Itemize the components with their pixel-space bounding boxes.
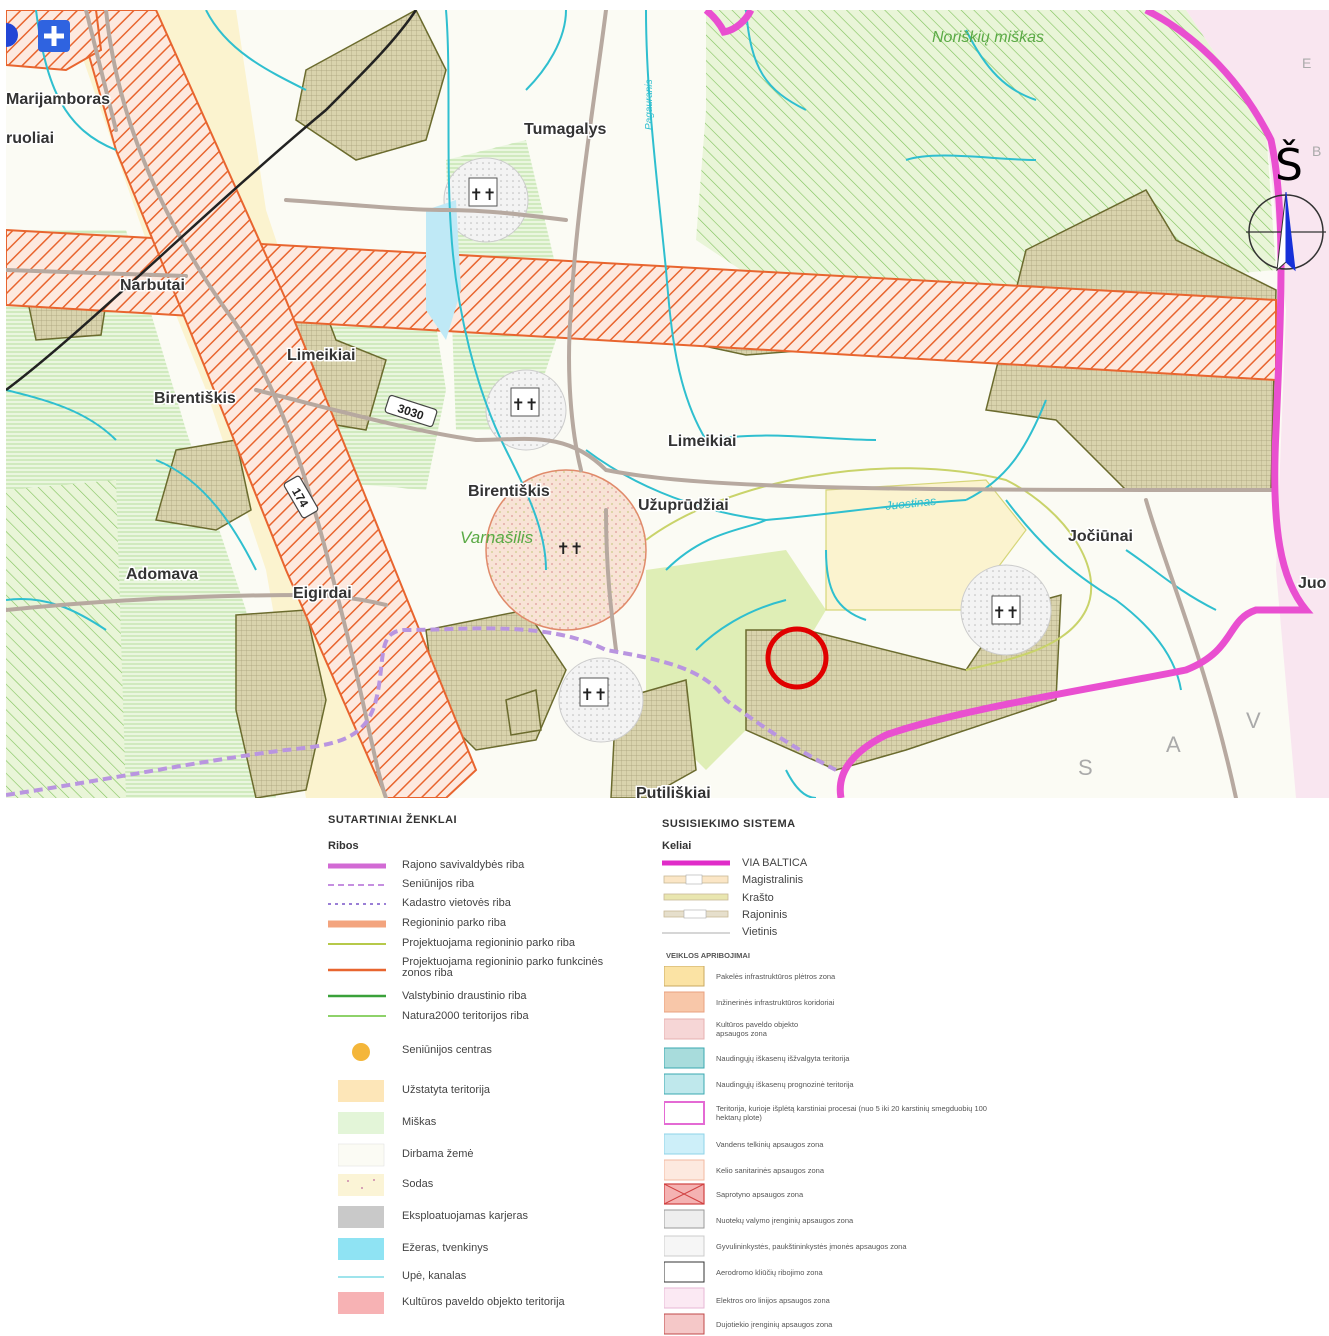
legend-item: Kadastro vietovės riba (402, 897, 511, 909)
legend-item: Seniūnijos riba (402, 878, 475, 890)
cemetery-icon (991, 595, 1021, 625)
place-label: Narbutai (120, 277, 185, 294)
road-shield-174: 174 (283, 475, 319, 519)
legend-item: Natura2000 teritorijos riba (402, 1010, 529, 1022)
legend-item: Regioninio parko riba (402, 917, 506, 929)
region-letter: E (1302, 55, 1311, 71)
place-label: ruoliai (6, 130, 54, 147)
place-label: Putiliškiai (636, 785, 711, 798)
legend-restriction-symbols (664, 966, 705, 1335)
legend-item: Upė, kanalas (402, 1270, 467, 1282)
north-label: Š (1275, 138, 1303, 191)
place-label: Jočiūnai (1068, 528, 1133, 545)
place-label: Limeikiai (287, 347, 355, 364)
legend-restriction-item: Elektros oro linijos apsaugos zona (716, 1296, 830, 1305)
legend-item: Ežeras, tvenkinys (402, 1242, 489, 1254)
legend-restriction-item: Inžinerinės infrastruktūros koridoriai (716, 998, 835, 1007)
place-label: Limeikiai (668, 433, 736, 450)
legend-section: Ribos (328, 840, 359, 852)
svg-text:✝✝: ✝✝ (512, 395, 539, 414)
legend-item: Dirbama žemė (402, 1148, 474, 1160)
legend-restriction-item: Kultūros paveldo objekto apsaugos zona (716, 1020, 799, 1038)
place-label: Užuprūdžiai (638, 497, 729, 514)
cemetery-icon (510, 387, 540, 417)
place-label: Birentiškis (468, 483, 550, 500)
info-icon (6, 23, 18, 47)
svg-text:✝✝: ✝✝ (557, 539, 584, 558)
legend-road-item: VIA BALTICA (742, 857, 808, 869)
legend-restriction-item: Dujotiekio įrenginių apsaugos zona (716, 1320, 833, 1329)
road-shield-3030: 3030 (384, 394, 438, 428)
legend-restriction-item: Pakelės infrastruktūros plėtros zona (716, 972, 836, 981)
legend-road-symbols (662, 860, 730, 934)
place-label: Birentiškis (154, 390, 236, 407)
north-arrow: Š (1246, 138, 1326, 272)
cemetery-icon (579, 677, 609, 707)
legend-item: Užstatyta teritorija (402, 1084, 491, 1096)
region-letter: A (1166, 732, 1181, 757)
region-letter: S (1078, 755, 1093, 780)
legend-section: Keliai (662, 840, 692, 852)
svg-text:✝✝: ✝✝ (581, 685, 608, 704)
map-svg: 3030 174 ✝✝ ✝✝ ✝✝ ✝✝ ✝✝ Marijamboras ruo… (6, 10, 1329, 798)
svg-text:✝✝: ✝✝ (470, 185, 497, 204)
legend-restriction-item: Kelio sanitarinės apsaugos zona (716, 1166, 824, 1175)
region-letter: B (1312, 143, 1321, 159)
legend-item: Projektuojama regioninio parko funkcinės… (402, 956, 604, 979)
legend-item: Rajono savivaldybės riba (402, 859, 525, 871)
river-label: Pagauranis (644, 79, 655, 130)
place-label: Adomava (126, 566, 198, 583)
forest-label: Noriškių miškas (932, 29, 1044, 46)
river-label: Juostinas (884, 494, 937, 513)
legend-restriction-item: Aerodromo kliūčių ribojimo zona (716, 1268, 823, 1277)
place-label: Juo (1298, 575, 1327, 592)
cemetery-icon (468, 177, 498, 207)
legend-area-symbols (338, 1043, 385, 1314)
place-label: Eigirdai (293, 585, 352, 602)
legend-item: Sodas (402, 1178, 434, 1190)
legend-road-item: Vietinis (742, 926, 778, 938)
legend-road-item: Krašto (742, 892, 774, 904)
legend-item: Valstybinio draustinio riba (402, 990, 527, 1002)
legend-item: Kultūros paveldo objekto teritorija (402, 1296, 565, 1308)
legend-restriction-item: Nuotekų valymo įrenginių apsaugos zona (716, 1216, 854, 1225)
legend-road-item: Rajoninis (742, 909, 788, 921)
legend-restriction-item: Teritorija, kurioje išplėtą karstiniai p… (716, 1104, 987, 1122)
legend-item: Seniūnijos centras (402, 1044, 492, 1056)
legend-restriction-item: Naudingųjų iškasenų prognozinė teritorij… (716, 1080, 854, 1089)
legend-restriction-item: Naudingųjų iškasenų išžvalgyta teritorij… (716, 1054, 850, 1063)
legend-restriction-item: Gyvulininkystės, paukštininkystės įmonės… (716, 1242, 907, 1251)
map-canvas[interactable]: 3030 174 ✝✝ ✝✝ ✝✝ ✝✝ ✝✝ Marijamboras ruo… (6, 10, 1329, 798)
region-letter: V (1246, 708, 1261, 733)
legend-item: Miškas (402, 1116, 437, 1128)
legend-restriction-item: Vandens telkinių apsaugos zona (716, 1140, 824, 1149)
place-label: Marijamboras (6, 91, 110, 108)
place-label: Tumagalys (524, 121, 607, 138)
legend-item: Projektuojama regioninio parko riba (402, 937, 576, 949)
legend-title: SUSISIEKIMO SISTEMA (662, 818, 796, 830)
legend-left: SUTARTINIAI ŽENKLAI Ribos Rajono savival… (328, 808, 648, 1336)
legend-right: SUSISIEKIMO SISTEMA Keliai VIA BALTICA M… (662, 808, 1002, 1336)
svg-text:✝✝: ✝✝ (993, 603, 1020, 622)
site-marker (765, 626, 829, 690)
legend-section: VEIKLOS APRIBOJIMAI (666, 951, 750, 960)
legend-line-symbols (328, 863, 386, 1017)
legend-road-item: Magistralinis (742, 874, 804, 886)
legend-title: SUTARTINIAI ŽENKLAI (328, 814, 458, 826)
protected-area-label: Varnašilis (460, 528, 534, 547)
legend-item: Eksploatuojamas karjeras (402, 1210, 528, 1222)
legend-restriction-item: Saprotyno apsaugos zona (716, 1190, 804, 1199)
